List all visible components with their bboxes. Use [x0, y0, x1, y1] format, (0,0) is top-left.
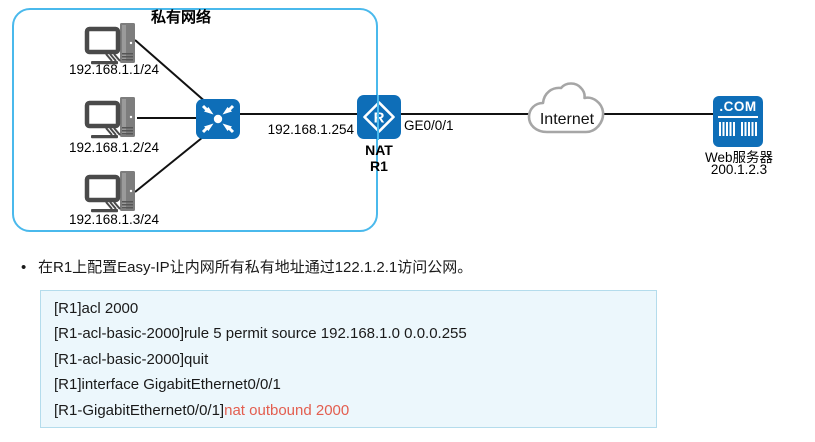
note-text: 在R1上配置Easy-IP让内网所有私有地址通过122.1.2.1访问公网。	[38, 259, 473, 276]
code-text: [R1-GigabitEthernet0/0/1]	[54, 401, 225, 419]
link-pc1-switch	[134, 39, 209, 105]
code-text: [R1]interface GigabitEthernet0/0/1	[54, 376, 281, 394]
pc-icon	[84, 171, 135, 213]
code-line: [R1-GigabitEthernet0/0/1]nat outbound 20…	[54, 398, 643, 423]
code-text: [R1]acl 2000	[54, 300, 139, 317]
private-network-label: 私有网络	[150, 9, 211, 26]
internet-label: Internet	[539, 111, 595, 128]
pc1-ip-label: 192.168.1.1/24	[68, 62, 160, 77]
router-name-line1: NAT	[365, 142, 393, 158]
network-box-border-segment	[377, 95, 379, 140]
code-line: [R1]acl 2000	[54, 296, 643, 321]
barcode-group	[718, 122, 736, 136]
web-server-com-text: .COM	[719, 99, 757, 114]
web-server-icon: .COM	[713, 96, 763, 147]
router-name: NAT R1	[352, 142, 406, 174]
router-icon: R	[357, 95, 401, 139]
note-row: • 在R1上配置Easy-IP让内网所有私有地址通过122.1.2.1访问公网。	[18, 256, 778, 277]
switch-router-link-ip: 192.168.1.254	[267, 122, 354, 137]
pc-icon	[84, 23, 135, 65]
web-server-ip: 200.1.2.3	[710, 162, 768, 177]
web-server-divider	[718, 116, 758, 118]
web-server-barcode	[713, 122, 763, 136]
code-line: [R1-acl-basic-2000]rule 5 permit source …	[54, 321, 643, 346]
switch-icon	[196, 99, 240, 139]
router-interface-label: GE0/0/1	[404, 118, 454, 133]
link-pc3-switch	[134, 132, 209, 193]
code-line: [R1]interface GigabitEthernet0/0/1	[54, 372, 643, 397]
bullet-marker: •	[21, 259, 27, 276]
code-line: [R1-acl-basic-2000]quit	[54, 347, 643, 372]
pc3-ip-label: 192.168.1.3/24	[68, 212, 160, 227]
router-icon-letter: R	[374, 110, 385, 127]
code-text: [R1-acl-basic-2000]quit	[54, 350, 209, 368]
barcode-group	[740, 122, 758, 136]
code-highlight: nat outbound 2000	[224, 401, 350, 419]
internet-cloud-icon	[527, 82, 605, 134]
config-code-block: [R1]acl 2000 [R1-acl-basic-2000]rule 5 p…	[40, 290, 657, 428]
pc2-ip-label: 192.168.1.2/24	[68, 140, 160, 155]
code-text: [R1-acl-basic-2000]rule 5 permit source …	[54, 325, 467, 343]
web-server-label: Web服务器	[704, 150, 773, 165]
router-name-line2: R1	[370, 158, 388, 174]
pc-icon	[84, 97, 135, 139]
